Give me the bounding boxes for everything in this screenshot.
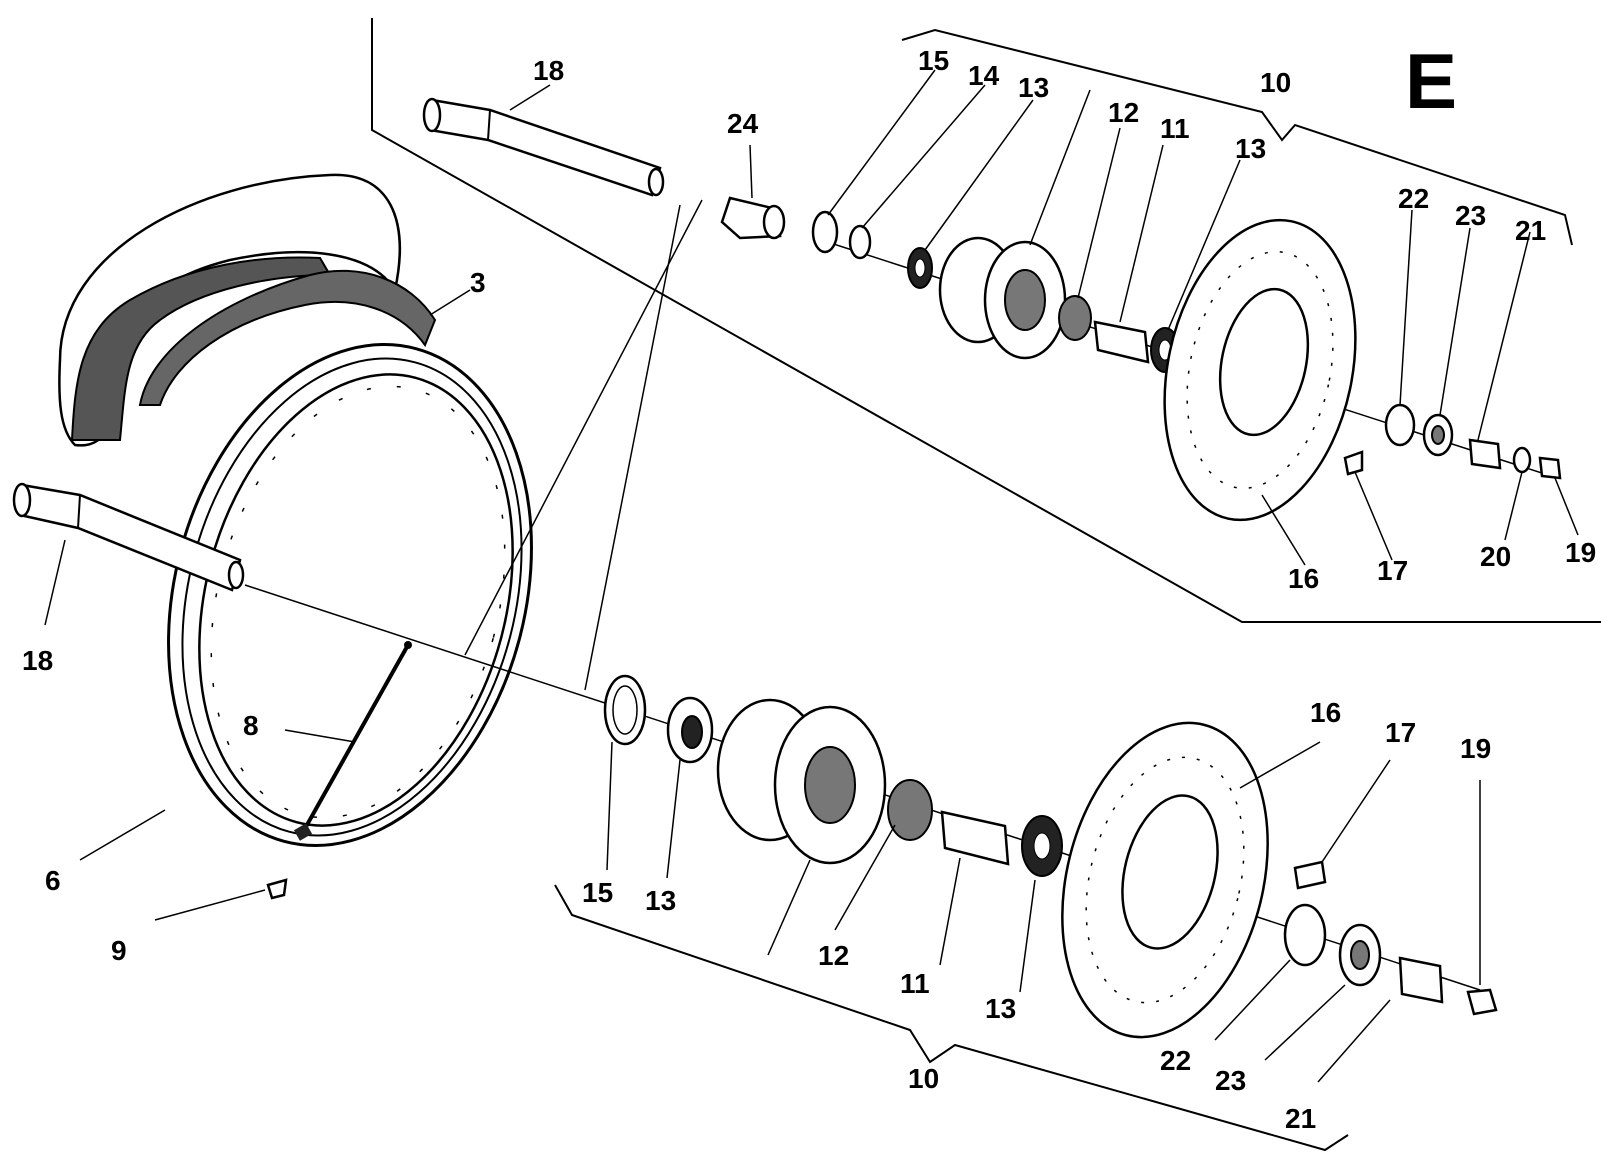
callout-16-upper: 16 [1288, 563, 1319, 594]
lower-hub-assembly [603, 674, 1063, 877]
callout-21-lower: 21 [1285, 1103, 1316, 1134]
group-bracket-upper [901, 28, 1573, 246]
tube-11-lower [940, 810, 1010, 866]
bolt-17-upper [1343, 450, 1364, 476]
callout-17-lower: 17 [1385, 717, 1416, 748]
callout-12-lower: 12 [818, 940, 849, 971]
callout-23-upper: 23 [1455, 200, 1486, 231]
callout-13-lower-a: 13 [645, 885, 676, 916]
bolt-19-upper [1538, 456, 1562, 480]
callout-24: 24 [727, 108, 759, 139]
callout-19-lower: 19 [1460, 733, 1491, 764]
callout-13-upper-a: 13 [1018, 72, 1049, 103]
disc-upper [1163, 218, 1357, 522]
callout-10-lower: 10 [908, 1063, 939, 1094]
callout-13-upper-b: 13 [1235, 133, 1266, 164]
spacer-12-upper [1058, 295, 1092, 341]
callout-19-upper: 19 [1565, 537, 1596, 568]
group-bracket-lower [554, 884, 1349, 1152]
spacer-21-upper [1468, 438, 1502, 470]
callout-17-upper: 17 [1377, 555, 1408, 586]
lower-small-parts [1283, 860, 1498, 1016]
callout-15-upper: 15 [918, 45, 949, 76]
leader-lines [44, 69, 1579, 1083]
callout-13-lower-b: 13 [985, 993, 1016, 1024]
upper-small-parts [1343, 403, 1562, 480]
washer-20 [1512, 446, 1532, 474]
callout-22-upper: 22 [1398, 183, 1429, 214]
callout-8: 8 [243, 710, 259, 741]
circlip-22-lower [1283, 903, 1327, 967]
upper-hub-assembly [720, 196, 1180, 373]
callout-15-lower: 15 [582, 877, 613, 908]
callout-18-lower: 18 [22, 645, 53, 676]
callouts-upper: 18 24 15 14 13 12 11 13 10 22 23 21 16 1… [533, 45, 1596, 594]
tyre-part [58, 173, 437, 447]
callout-10-upper: 10 [1260, 67, 1291, 98]
disc-lower [1061, 721, 1269, 1039]
inset-frame [371, 18, 1601, 623]
callout-12-upper: 12 [1108, 97, 1139, 128]
axle-lower [12, 482, 245, 592]
callout-20: 20 [1480, 541, 1511, 572]
callout-6: 6 [45, 865, 61, 896]
axle-upper [422, 97, 665, 197]
callout-11-upper: 11 [1160, 113, 1190, 144]
seal-15-upper [811, 210, 839, 254]
callout-21-upper: 21 [1515, 215, 1546, 246]
guide-line-2 [584, 204, 681, 691]
spacer-21-lower [1398, 956, 1444, 1004]
nipple-part [266, 878, 288, 900]
callout-11-lower: 11 [900, 968, 930, 999]
callout-18-upper: 18 [533, 55, 564, 86]
callout-22-lower: 22 [1160, 1045, 1191, 1076]
bolt-17-lower [1293, 860, 1327, 890]
callout-16-lower: 16 [1310, 697, 1341, 728]
circlip-22-upper [1384, 403, 1416, 447]
callout-23-lower: 23 [1215, 1065, 1246, 1096]
guide-line-1 [464, 199, 703, 656]
bolt-19-lower [1466, 988, 1498, 1016]
callout-9: 9 [111, 935, 127, 966]
tube-11-upper [1093, 320, 1150, 364]
circlip-14 [848, 224, 872, 260]
callout-3: 3 [470, 267, 486, 298]
rim-part [167, 343, 533, 847]
spoke-part [293, 641, 412, 841]
spacer-12-lower [887, 779, 933, 841]
callouts-lower: 3 18 8 6 9 15 13 12 11 13 10 16 17 19 22… [22, 267, 1491, 1134]
section-letter: E [1405, 37, 1457, 125]
callout-14: 14 [968, 60, 1000, 91]
